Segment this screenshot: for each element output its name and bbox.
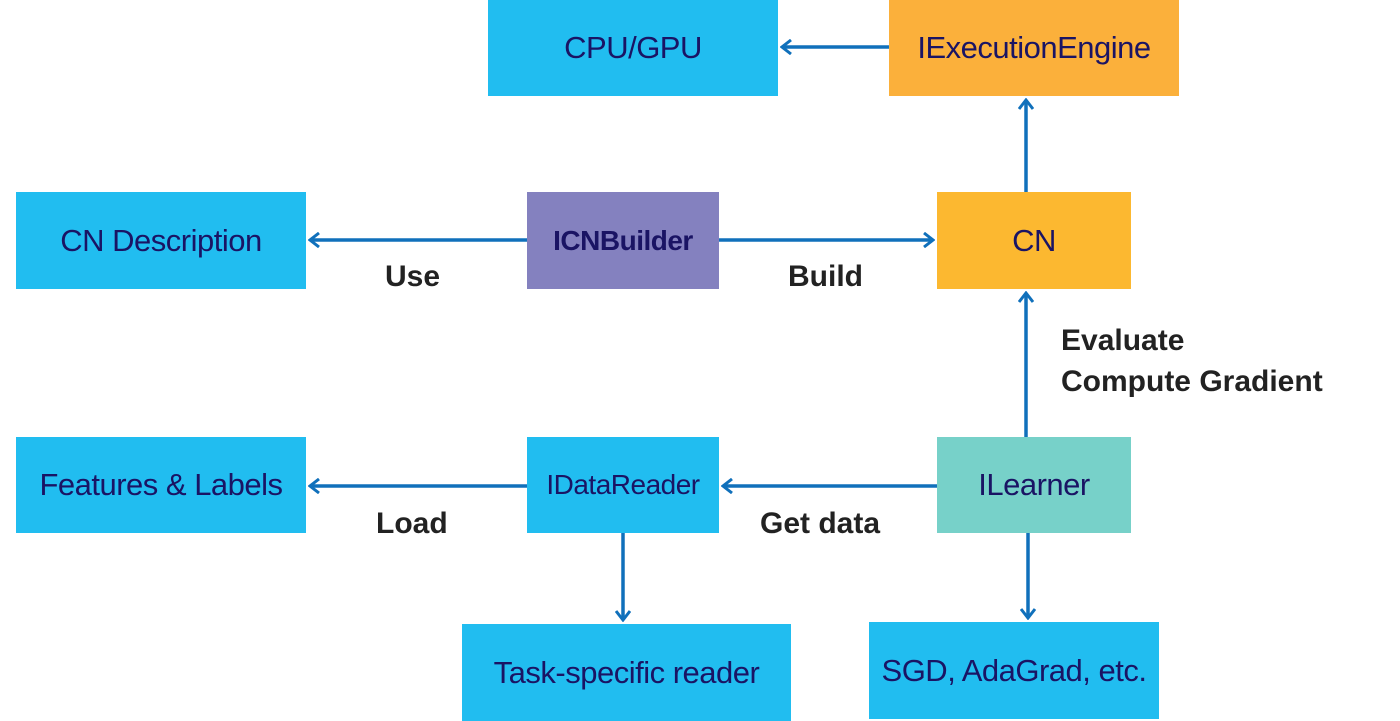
edge-label-evaluate: Evaluate (1061, 324, 1185, 357)
node-cn-description: CN Description (16, 192, 306, 289)
node-execution-engine: IExecutionEngine (889, 0, 1179, 96)
node-features-labels: Features & Labels (16, 437, 306, 533)
node-cn: CN (937, 192, 1131, 289)
node-ilearner: ILearner (937, 437, 1131, 533)
edge-label-use: Use (385, 260, 441, 293)
node-icn-builder: ICNBuilder (527, 192, 719, 289)
edge-label-load: Load (376, 507, 448, 540)
edge-label-get-data: Get data (760, 507, 881, 540)
node-task-specific-reader: Task-specific reader (462, 624, 791, 721)
node-optimizers: SGD, AdaGrad, etc. (869, 622, 1159, 719)
edge-label-compute-gradient: Compute Gradient (1061, 365, 1323, 398)
node-idata-reader: IDataReader (527, 437, 719, 533)
edge-label-build: Build (788, 260, 863, 293)
node-cpu-gpu: CPU/GPU (488, 0, 778, 96)
